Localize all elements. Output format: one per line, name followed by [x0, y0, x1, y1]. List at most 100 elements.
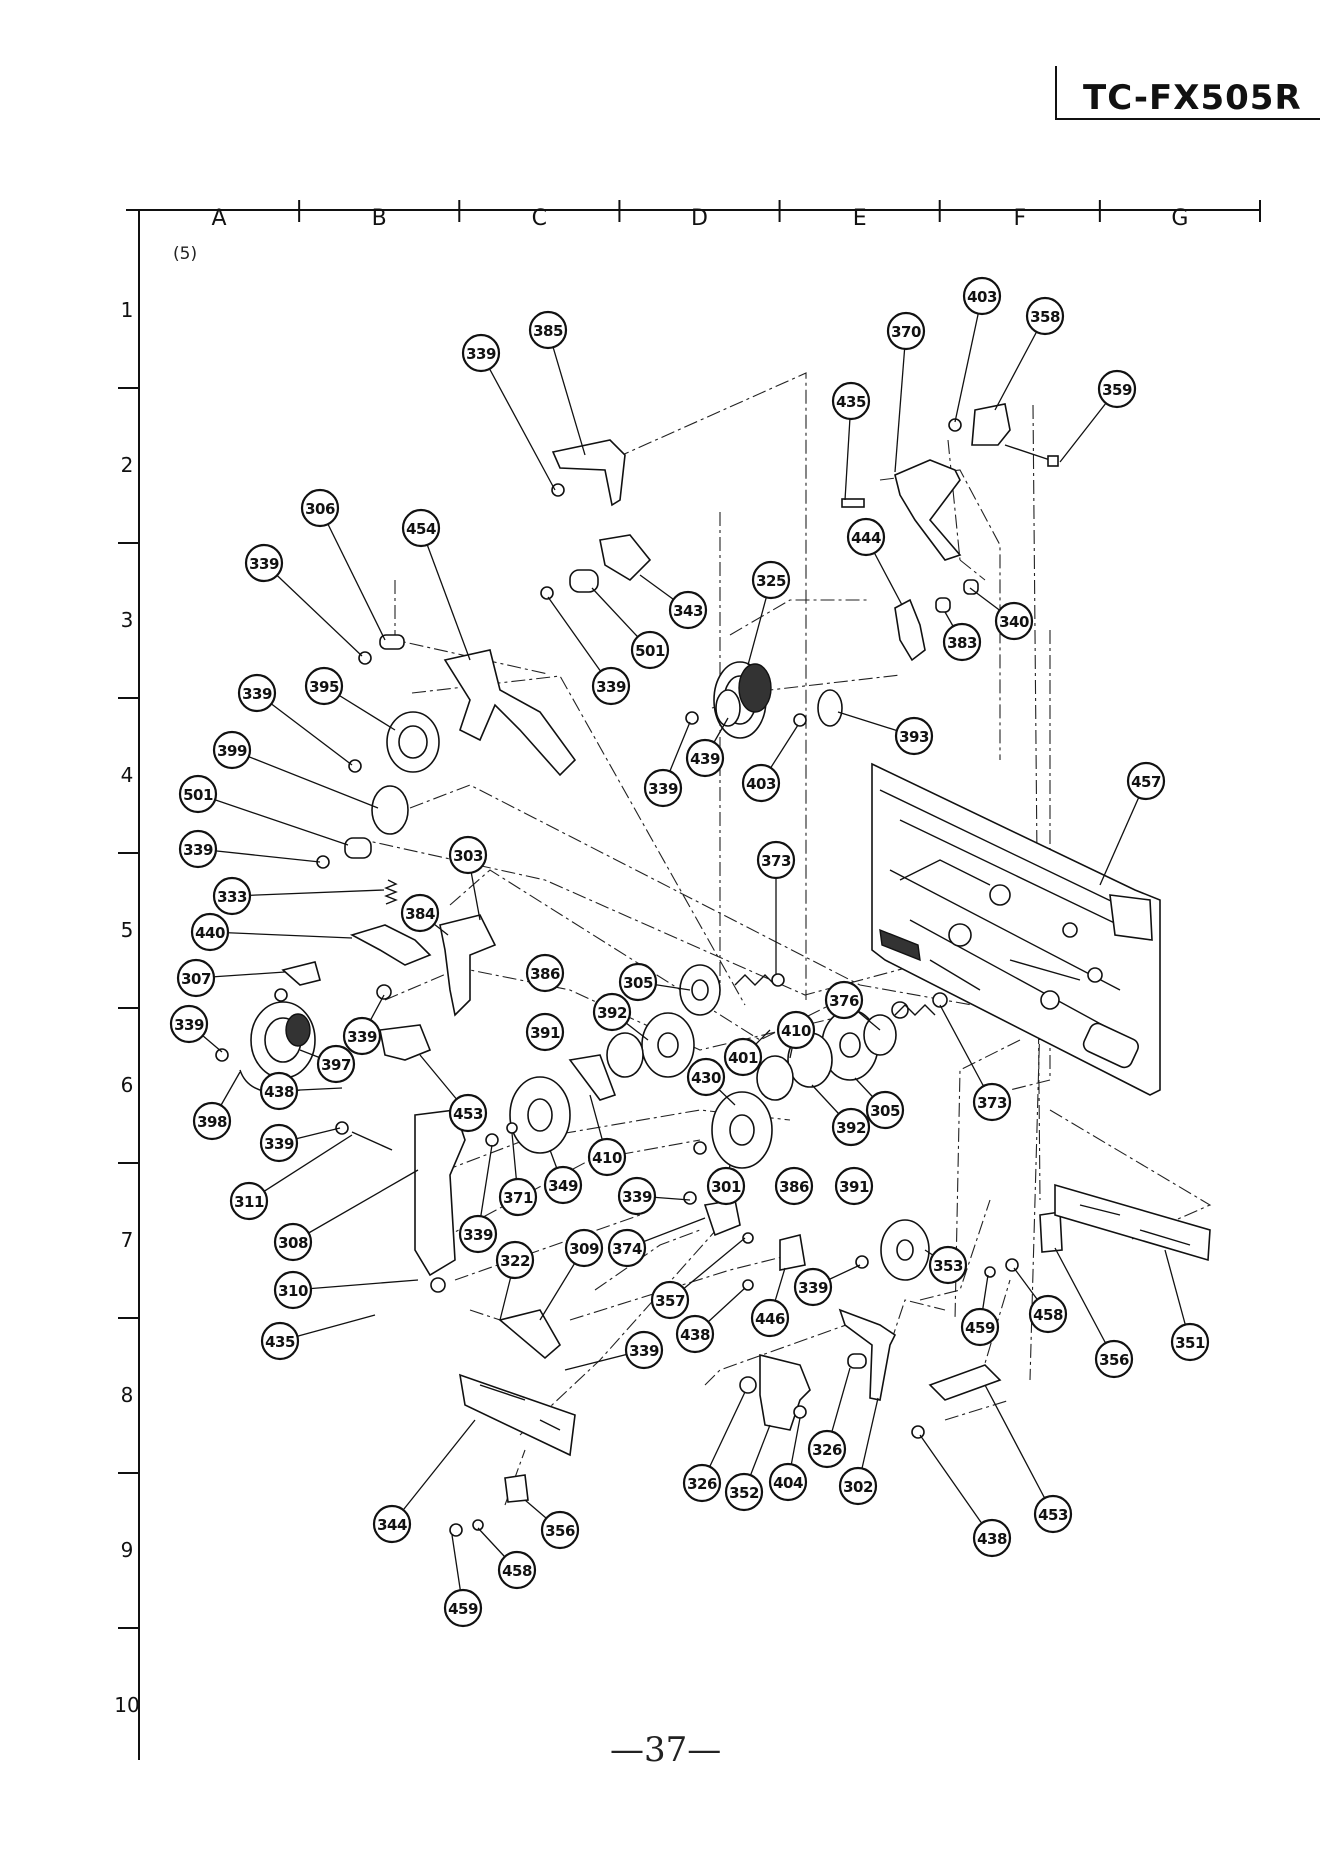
part-callout-344: 344 [372, 1504, 412, 1544]
svg-text:453: 453 [1038, 1506, 1068, 1524]
svg-text:403: 403 [967, 288, 997, 306]
svg-text:356: 356 [545, 1522, 575, 1540]
sheet-label: (5) [173, 244, 198, 264]
part-callout-305: 305 [618, 962, 658, 1002]
svg-text:395: 395 [309, 678, 339, 696]
part-callout-453: 453 [448, 1093, 488, 1133]
svg-text:326: 326 [812, 1441, 842, 1459]
part-callout-339: 339 [458, 1214, 498, 1254]
part-callout-371: 371 [498, 1177, 538, 1217]
part-callout-306: 306 [300, 488, 340, 528]
part-callout-333: 333 [212, 876, 252, 916]
part-callout-309: 309 [564, 1228, 604, 1268]
svg-text:351: 351 [1175, 1334, 1205, 1352]
column-label-b: B [372, 206, 387, 231]
part-callout-326: 326 [807, 1429, 847, 1469]
svg-text:376: 376 [829, 992, 859, 1010]
part-callout-310: 310 [273, 1270, 313, 1310]
grid-frame [118, 200, 1261, 1760]
part-callout-439: 439 [685, 738, 725, 778]
svg-text:352: 352 [729, 1484, 759, 1502]
part-callout-397: 397 [316, 1044, 356, 1084]
part-callout-326: 326 [682, 1463, 722, 1503]
svg-text:344: 344 [377, 1516, 407, 1534]
row-label-5: 5 [121, 918, 134, 942]
svg-text:438: 438 [264, 1083, 294, 1101]
svg-text:339: 339 [347, 1028, 377, 1046]
part-callout-395: 395 [304, 666, 344, 706]
svg-text:307: 307 [181, 970, 211, 988]
svg-text:339: 339 [183, 841, 213, 859]
svg-text:385: 385 [533, 322, 563, 340]
svg-text:339: 339 [596, 678, 626, 696]
svg-text:305: 305 [623, 974, 653, 992]
part-callout-454: 454 [401, 508, 441, 548]
svg-text:325: 325 [756, 572, 786, 590]
parts-layer [215, 403, 1211, 1537]
part-callout-438: 438 [259, 1071, 299, 1111]
part-callout-410: 410 [587, 1137, 627, 1177]
svg-text:453: 453 [453, 1105, 483, 1123]
part-callout-404: 404 [768, 1462, 808, 1502]
svg-text:339: 339 [648, 780, 678, 798]
part-callout-352: 352 [724, 1472, 764, 1512]
part-callout-339: 339 [169, 1004, 209, 1044]
part-callout-353: 353 [928, 1245, 968, 1285]
part-callout-339: 339 [178, 829, 218, 869]
part-callout-501: 501 [178, 774, 218, 814]
svg-text:399: 399 [217, 742, 247, 760]
part-callout-349: 349 [543, 1165, 583, 1205]
svg-text:435: 435 [836, 393, 866, 411]
part-callout-453: 453 [1033, 1494, 1073, 1534]
svg-text:458: 458 [1033, 1306, 1063, 1324]
part-callout-343: 343 [668, 590, 708, 630]
part-callout-303: 303 [448, 835, 488, 875]
part-callout-386: 386 [525, 953, 565, 993]
chassis-457 [871, 762, 1161, 1096]
svg-text:457: 457 [1131, 773, 1161, 791]
svg-text:353: 353 [933, 1257, 963, 1275]
svg-text:339: 339 [174, 1016, 204, 1034]
svg-text:438: 438 [977, 1530, 1007, 1548]
part-callout-301: 301 [706, 1166, 746, 1206]
part-callout-410: 410 [776, 1010, 816, 1050]
svg-text:370: 370 [891, 323, 921, 341]
part-callout-311: 311 [229, 1181, 269, 1221]
svg-text:301: 301 [711, 1178, 741, 1196]
svg-text:305: 305 [870, 1102, 900, 1120]
part-callout-430: 430 [686, 1057, 726, 1097]
svg-text:439: 439 [690, 750, 720, 768]
part-callout-339: 339 [617, 1176, 657, 1216]
column-label-c: C [532, 206, 547, 231]
svg-text:444: 444 [851, 529, 881, 547]
part-callout-339: 339 [643, 768, 683, 808]
svg-text:401: 401 [728, 1049, 758, 1067]
part-callout-386: 386 [774, 1166, 814, 1206]
svg-text:435: 435 [265, 1333, 295, 1351]
part-callout-438: 438 [675, 1314, 715, 1354]
column-label-f: F [1013, 206, 1026, 231]
part-callout-458: 458 [497, 1550, 537, 1590]
svg-text:333: 333 [217, 888, 247, 906]
part-callout-501: 501 [630, 630, 670, 670]
row-label-9: 9 [121, 1538, 134, 1562]
row-label-8: 8 [121, 1383, 134, 1407]
part-callout-392: 392 [592, 992, 632, 1032]
part-callout-435: 435 [260, 1321, 300, 1361]
part-callout-370: 370 [886, 311, 926, 351]
part-callout-446: 446 [750, 1298, 790, 1338]
svg-text:322: 322 [500, 1252, 530, 1270]
part-callout-339: 339 [259, 1123, 299, 1163]
svg-text:458: 458 [502, 1562, 532, 1580]
page-number: —37— [610, 1730, 722, 1770]
part-callout-384: 384 [400, 893, 440, 933]
part-callout-398: 398 [192, 1101, 232, 1141]
row-label-3: 3 [121, 608, 134, 632]
part-callout-391: 391 [834, 1166, 874, 1206]
svg-text:339: 339 [264, 1135, 294, 1153]
svg-text:308: 308 [278, 1234, 308, 1252]
svg-text:303: 303 [453, 847, 483, 865]
svg-text:459: 459 [448, 1600, 478, 1618]
